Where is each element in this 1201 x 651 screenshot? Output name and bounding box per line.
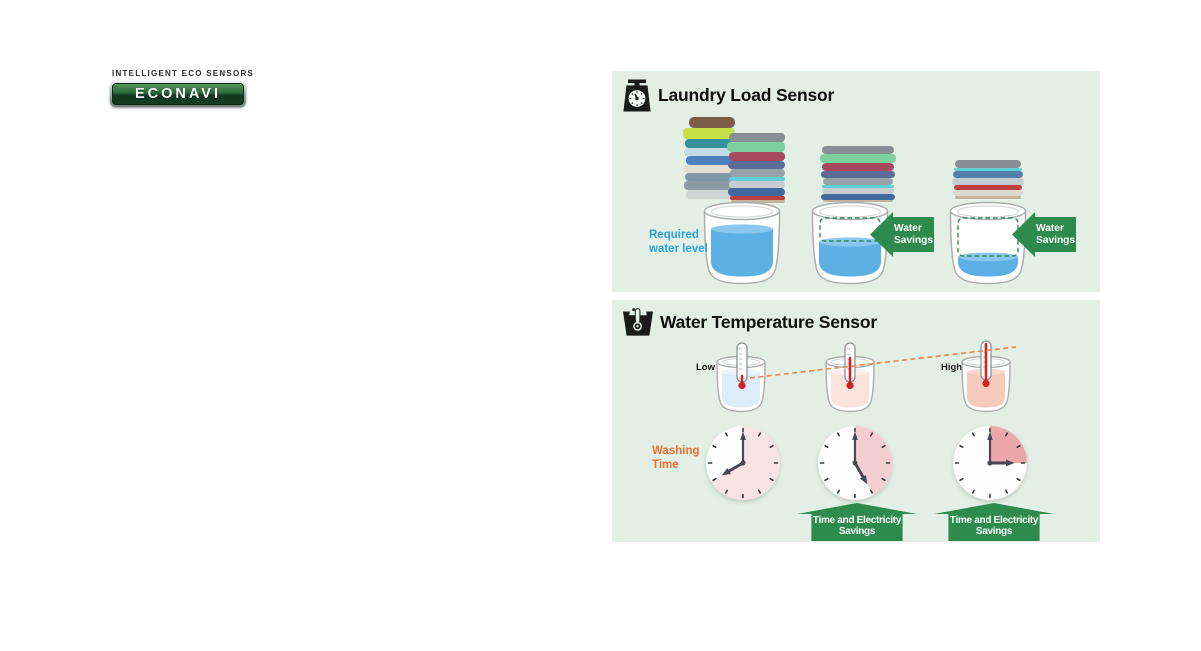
required-label-line2: water level xyxy=(649,242,708,255)
laundry-pile-large xyxy=(683,117,785,203)
thermometer-high xyxy=(980,340,992,388)
time-electricity-savings-arrow-2: Time and Electricity Savings xyxy=(934,503,1054,541)
tub-full-water xyxy=(703,201,781,285)
water-savings-line2: Savings xyxy=(894,234,934,246)
water-temperature-sensor-panel: Water Temperature Sensor Low High xyxy=(612,300,1100,542)
thermometer-low xyxy=(736,342,748,390)
laundry-panel-header: Laundry Load Sensor xyxy=(623,79,834,112)
water-savings-line2: Savings xyxy=(1036,234,1076,246)
savings-line1: Time and Electricity xyxy=(812,514,902,526)
thermometer-medium xyxy=(844,342,856,390)
water-thermometer-icon xyxy=(623,308,653,336)
time-electricity-savings-arrow-1: Time and Electricity Savings xyxy=(797,503,917,541)
temperature-panel-header: Water Temperature Sensor xyxy=(623,308,877,336)
econavi-logo: ECONAVI xyxy=(110,81,246,107)
temperature-panel-title: Water Temperature Sensor xyxy=(660,311,877,332)
econavi-logo-plate: ECONAVI xyxy=(112,83,244,105)
scale-icon xyxy=(623,79,651,112)
washing-time-label: Washing Time xyxy=(652,445,700,473)
washing-time-line1: Washing xyxy=(652,445,700,457)
required-water-level-label: Required water level xyxy=(649,229,708,257)
savings-line2: Savings xyxy=(975,525,1013,537)
laundry-panel-title: Laundry Load Sensor xyxy=(658,85,835,105)
water-savings-line1: Water xyxy=(1036,223,1064,235)
laundry-load-sensor-panel: Laundry Load Sensor xyxy=(612,71,1100,292)
tub-reduced-water xyxy=(811,201,889,285)
low-temperature-label: Low xyxy=(696,362,715,373)
econavi-logo-text: ECONAVI xyxy=(135,86,221,102)
laundry-pile-medium xyxy=(820,146,896,202)
tub-low-water xyxy=(949,201,1027,285)
required-label-line1: Required xyxy=(649,229,699,241)
clock-medium-wash xyxy=(818,426,892,500)
logo-tagline: INTELLIGENT ECO SENSORS xyxy=(112,69,255,78)
high-temperature-label: High xyxy=(941,362,963,373)
water-savings-line1: Water xyxy=(894,223,922,235)
clock-short-wash xyxy=(953,426,1027,500)
savings-line2: Savings xyxy=(838,525,876,537)
washing-time-line2: Time xyxy=(652,458,679,471)
savings-line1: Time and Electricity xyxy=(949,514,1039,526)
clock-long-wash xyxy=(706,426,781,500)
laundry-pile-small xyxy=(952,160,1024,199)
